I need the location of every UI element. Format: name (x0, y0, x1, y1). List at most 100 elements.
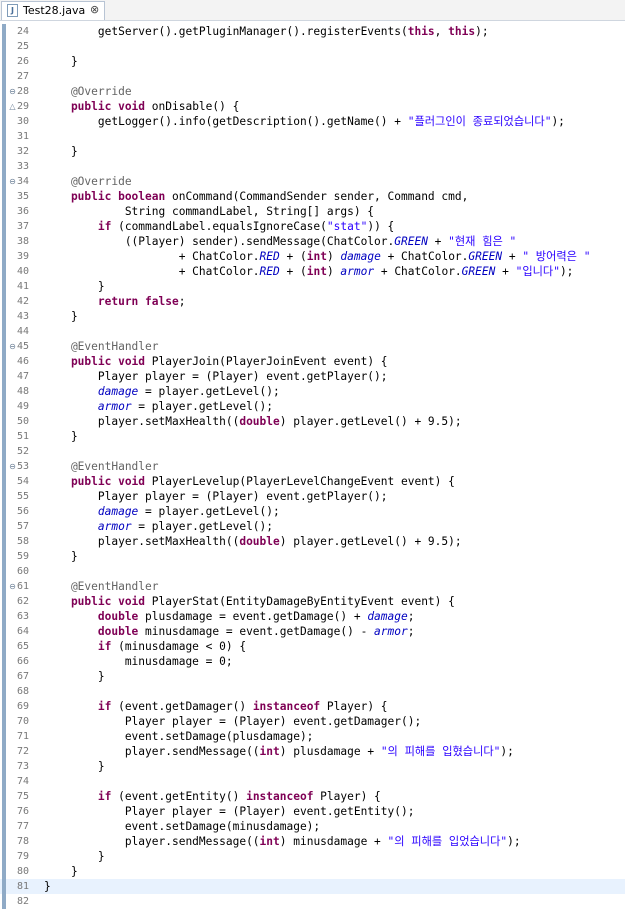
fold-collapse-icon[interactable]: ⊖ (9, 462, 16, 471)
code-line[interactable]: 43 } (0, 309, 625, 324)
fold-collapse-icon[interactable]: ⊖ (9, 342, 16, 351)
code-line[interactable]: 46 public void PlayerJoin(PlayerJoinEven… (0, 354, 625, 369)
string-literal: "의 피해를 입었습니다" (387, 835, 508, 848)
editor-tab-test28[interactable]: J Test28.java ⊗ (1, 1, 105, 20)
code-line[interactable]: ⊖53 @EventHandler (0, 459, 625, 474)
code-line[interactable]: 60 (0, 564, 625, 579)
code-line[interactable]: 41 } (0, 279, 625, 294)
change-marker-bar (2, 114, 6, 129)
code-line[interactable]: 26 } (0, 54, 625, 69)
line-number: 80 (17, 866, 30, 877)
code-line[interactable]: 30 getLogger().info(getDescription().get… (0, 114, 625, 129)
code-line[interactable]: 25 (0, 39, 625, 54)
code-line[interactable]: 58 player.setMaxHealth((double) player.g… (0, 534, 625, 549)
code-line[interactable]: 52 (0, 444, 625, 459)
keyword-token: if (44, 790, 112, 803)
code-line[interactable]: 68 (0, 684, 625, 699)
code-line[interactable]: △29 public void onDisable() { (0, 99, 625, 114)
code-text: player.sendMessage(( (44, 835, 260, 848)
code-line[interactable]: 39 + ChatColor.RED + (int) damage + Chat… (0, 249, 625, 264)
change-marker-bar (2, 444, 6, 459)
code-line[interactable]: 63 double plusdamage = event.getDamage()… (0, 609, 625, 624)
code-line[interactable]: 81} (0, 879, 625, 894)
code-line[interactable]: 80 } (0, 864, 625, 879)
field-token: GREEN (461, 265, 496, 278)
annotation-token: @Override (44, 175, 132, 188)
change-marker-bar (2, 399, 6, 414)
code-text: minusdamage = 0; (44, 655, 233, 668)
code-line[interactable]: 70 Player player = (Player) event.getDam… (0, 714, 625, 729)
field-token: armor (44, 400, 132, 413)
code-line[interactable]: 36 String commandLabel, String[] args) { (0, 204, 625, 219)
fold-collapse-icon[interactable]: ⊖ (9, 177, 16, 186)
close-tab-icon[interactable]: ⊗ (90, 3, 100, 16)
code-line[interactable]: 27 (0, 69, 625, 84)
code-line[interactable]: 57 armor = player.getLevel(); (0, 519, 625, 534)
code-line[interactable]: 51 } (0, 429, 625, 444)
code-line[interactable]: 69 if (event.getDamager() instanceof Pla… (0, 699, 625, 714)
annotation-token: @EventHandler (44, 340, 159, 353)
code-line[interactable]: ⊖61 @EventHandler (0, 579, 625, 594)
code-line[interactable]: 50 player.setMaxHealth((double) player.g… (0, 414, 625, 429)
code-line[interactable]: 77 event.setDamage(minusdamage); (0, 819, 625, 834)
code-line[interactable]: 78 player.sendMessage((int) minusdamage … (0, 834, 625, 849)
fold-collapse-icon[interactable]: ⊖ (9, 87, 16, 96)
change-marker-bar (2, 264, 6, 279)
code-line[interactable]: 31 (0, 129, 625, 144)
editor-tab-bar: J Test28.java ⊗ (0, 0, 625, 21)
code-line[interactable]: 66 minusdamage = 0; (0, 654, 625, 669)
code-text: = player.getLevel(); (138, 505, 280, 518)
code-line[interactable]: 37 if (commandLabel.equalsIgnoreCase("st… (0, 219, 625, 234)
code-line[interactable]: 35 public boolean onCommand(CommandSende… (0, 189, 625, 204)
code-text: ) player.getLevel() + 9.5); (279, 535, 462, 548)
code-line[interactable]: 74 (0, 774, 625, 789)
line-number: 25 (17, 41, 30, 52)
code-line[interactable]: 67 } (0, 669, 625, 684)
code-line[interactable]: ⊖28 @Override (0, 84, 625, 99)
code-line[interactable]: 44 (0, 324, 625, 339)
code-line[interactable]: 72 player.sendMessage((int) plusdamage +… (0, 744, 625, 759)
code-content: } (44, 879, 51, 894)
code-line[interactable]: ⊖34 @Override (0, 174, 625, 189)
code-content: } (44, 309, 78, 324)
code-text: (minusdamage < 0) { (111, 640, 247, 653)
code-line[interactable]: 64 double minusdamage = event.getDamage(… (0, 624, 625, 639)
code-lines: 24 getServer().getPluginManager().regist… (0, 24, 625, 909)
line-number: 59 (17, 551, 30, 562)
line-number: 66 (17, 656, 30, 667)
code-line[interactable]: 32 } (0, 144, 625, 159)
code-line[interactable]: 73 } (0, 759, 625, 774)
change-marker-bar (2, 579, 6, 594)
code-line[interactable]: 71 event.setDamage(plusdamage); (0, 729, 625, 744)
code-line[interactable]: 65 if (minusdamage < 0) { (0, 639, 625, 654)
code-text: ((Player) sender).sendMessage(ChatColor. (44, 235, 395, 248)
line-number: 64 (17, 626, 30, 637)
code-line[interactable]: 33 (0, 159, 625, 174)
code-line[interactable]: 54 public void PlayerLevelup(PlayerLevel… (0, 474, 625, 489)
fold-collapse-icon[interactable]: ⊖ (9, 582, 16, 591)
code-line[interactable]: 38 ((Player) sender).sendMessage(ChatCol… (0, 234, 625, 249)
change-marker-bar (2, 609, 6, 624)
change-marker-bar (2, 489, 6, 504)
code-line[interactable]: ⊖45 @EventHandler (0, 339, 625, 354)
change-marker-bar (2, 324, 6, 339)
code-line[interactable]: 24 getServer().getPluginManager().regist… (0, 24, 625, 39)
tab-title: Test28.java (23, 4, 86, 17)
code-line[interactable]: 42 return false; (0, 294, 625, 309)
code-line[interactable]: 79 } (0, 849, 625, 864)
code-line[interactable]: 62 public void PlayerStat(EntityDamageBy… (0, 594, 625, 609)
code-text: } (44, 550, 78, 563)
code-line[interactable]: 59 } (0, 549, 625, 564)
code-editor[interactable]: 24 getServer().getPluginManager().regist… (0, 20, 625, 909)
code-line[interactable]: 47 Player player = (Player) event.getPla… (0, 369, 625, 384)
override-marker-icon[interactable]: △ (9, 102, 16, 111)
code-line[interactable]: 55 Player player = (Player) event.getPla… (0, 489, 625, 504)
keyword-token: return false (44, 295, 179, 308)
code-line[interactable]: 82 (0, 894, 625, 909)
code-line[interactable]: 48 damage = player.getLevel(); (0, 384, 625, 399)
code-line[interactable]: 49 armor = player.getLevel(); (0, 399, 625, 414)
code-line[interactable]: 75 if (event.getEntity() instanceof Play… (0, 789, 625, 804)
code-line[interactable]: 56 damage = player.getLevel(); (0, 504, 625, 519)
code-line[interactable]: 40 + ChatColor.RED + (int) armor + ChatC… (0, 264, 625, 279)
code-line[interactable]: 76 Player player = (Player) event.getEnt… (0, 804, 625, 819)
